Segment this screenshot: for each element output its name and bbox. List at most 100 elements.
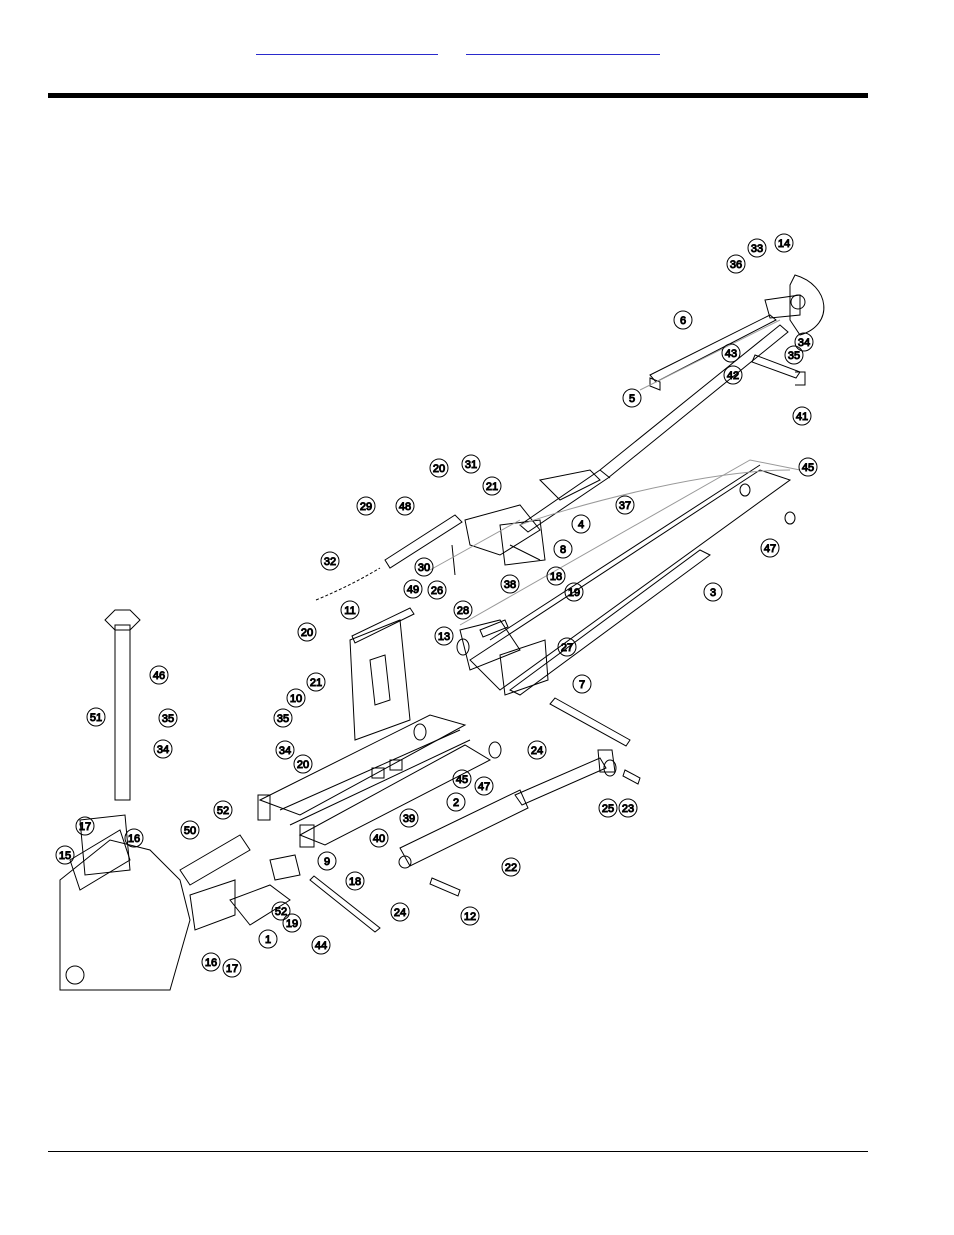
callout: 42 — [724, 366, 742, 384]
svg-text:27: 27 — [561, 642, 573, 654]
callout: 28 — [454, 601, 472, 619]
callout: 34 — [795, 333, 813, 351]
svg-text:49: 49 — [407, 584, 419, 596]
callout: 32 — [321, 552, 339, 570]
callout: 13 — [435, 627, 453, 645]
svg-text:37: 37 — [619, 500, 631, 512]
callout: 8 — [554, 540, 572, 558]
callout: 27 — [558, 638, 576, 656]
callout: 9 — [318, 852, 336, 870]
callout: 19 — [283, 914, 301, 932]
svg-text:19: 19 — [286, 918, 298, 930]
svg-text:17: 17 — [79, 821, 91, 833]
svg-text:43: 43 — [725, 348, 737, 360]
svg-text:45: 45 — [802, 462, 814, 474]
callout: 16 — [125, 829, 143, 847]
callout: 6 — [674, 311, 692, 329]
header-rule — [48, 93, 868, 98]
svg-text:34: 34 — [157, 744, 169, 756]
svg-text:13: 13 — [438, 631, 450, 643]
callout: 12 — [461, 907, 479, 925]
callout: 3 — [704, 583, 722, 601]
svg-text:45: 45 — [456, 774, 468, 786]
svg-text:15: 15 — [59, 850, 71, 862]
callout: 37 — [616, 496, 634, 514]
svg-text:23: 23 — [622, 803, 634, 815]
callout: 7 — [573, 675, 591, 693]
svg-text:35: 35 — [162, 713, 174, 725]
svg-text:21: 21 — [486, 481, 498, 493]
svg-text:16: 16 — [128, 833, 140, 845]
callout: 25 — [599, 799, 617, 817]
callout: 35 — [274, 709, 292, 727]
svg-text:21: 21 — [310, 677, 322, 689]
callout: 2 — [447, 793, 465, 811]
svg-text:12: 12 — [464, 911, 476, 923]
callout: 33 — [748, 239, 766, 257]
svg-text:31: 31 — [465, 459, 477, 471]
svg-text:34: 34 — [279, 745, 291, 757]
callout: 20 — [430, 459, 448, 477]
callout: 20 — [294, 755, 312, 773]
callout: 45 — [799, 458, 817, 476]
callout: 14 — [775, 234, 793, 252]
svg-text:41: 41 — [796, 411, 808, 423]
svg-text:10: 10 — [290, 693, 302, 705]
callout: 21 — [483, 477, 501, 495]
callout: 39 — [400, 809, 418, 827]
svg-text:17: 17 — [226, 963, 238, 975]
top-link-1[interactable] — [256, 38, 438, 55]
svg-text:52: 52 — [275, 906, 287, 918]
svg-text:46: 46 — [153, 670, 165, 682]
callout: 40 — [370, 829, 388, 847]
callout: 15 — [56, 846, 74, 864]
svg-text:8: 8 — [560, 544, 566, 556]
svg-text:35: 35 — [788, 350, 800, 362]
svg-text:2: 2 — [453, 797, 459, 809]
svg-text:18: 18 — [349, 876, 361, 888]
svg-text:35: 35 — [277, 713, 289, 725]
callout: 50 — [181, 821, 199, 839]
callout: 43 — [722, 344, 740, 362]
callout: 36 — [727, 255, 745, 273]
callout: 26 — [428, 581, 446, 599]
callout: 51 — [87, 708, 105, 726]
callout: 5 — [623, 389, 641, 407]
svg-text:51: 51 — [90, 712, 102, 724]
callout: 30 — [415, 558, 433, 576]
svg-text:20: 20 — [297, 759, 309, 771]
svg-text:34: 34 — [798, 337, 810, 349]
svg-text:19: 19 — [568, 587, 580, 599]
svg-text:33: 33 — [751, 243, 763, 255]
svg-text:38: 38 — [504, 579, 516, 591]
callout: 10 — [287, 689, 305, 707]
svg-text:4: 4 — [578, 519, 584, 531]
svg-text:24: 24 — [394, 907, 406, 919]
callout: 29 — [357, 497, 375, 515]
svg-text:30: 30 — [418, 562, 430, 574]
callout: 47 — [475, 777, 493, 795]
callout: 46 — [150, 666, 168, 684]
svg-text:36: 36 — [730, 259, 742, 271]
callout: 23 — [619, 799, 637, 817]
svg-text:26: 26 — [431, 585, 443, 597]
svg-text:50: 50 — [184, 825, 196, 837]
svg-text:29: 29 — [360, 501, 372, 513]
svg-text:47: 47 — [764, 543, 776, 555]
callout: 17 — [223, 959, 241, 977]
svg-text:5: 5 — [629, 393, 635, 405]
callout: 11 — [341, 601, 359, 619]
callout: 18 — [547, 567, 565, 585]
callout: 35 — [159, 709, 177, 727]
svg-text:28: 28 — [457, 605, 469, 617]
svg-text:39: 39 — [403, 813, 415, 825]
svg-text:20: 20 — [301, 627, 313, 639]
svg-text:14: 14 — [778, 238, 790, 250]
callout: 24 — [528, 741, 546, 759]
svg-text:22: 22 — [505, 862, 517, 874]
svg-text:16: 16 — [205, 957, 217, 969]
top-link-2[interactable] — [466, 38, 660, 55]
svg-text:32: 32 — [324, 556, 336, 568]
callout: 44 — [312, 936, 330, 954]
callout: 16 — [202, 953, 220, 971]
